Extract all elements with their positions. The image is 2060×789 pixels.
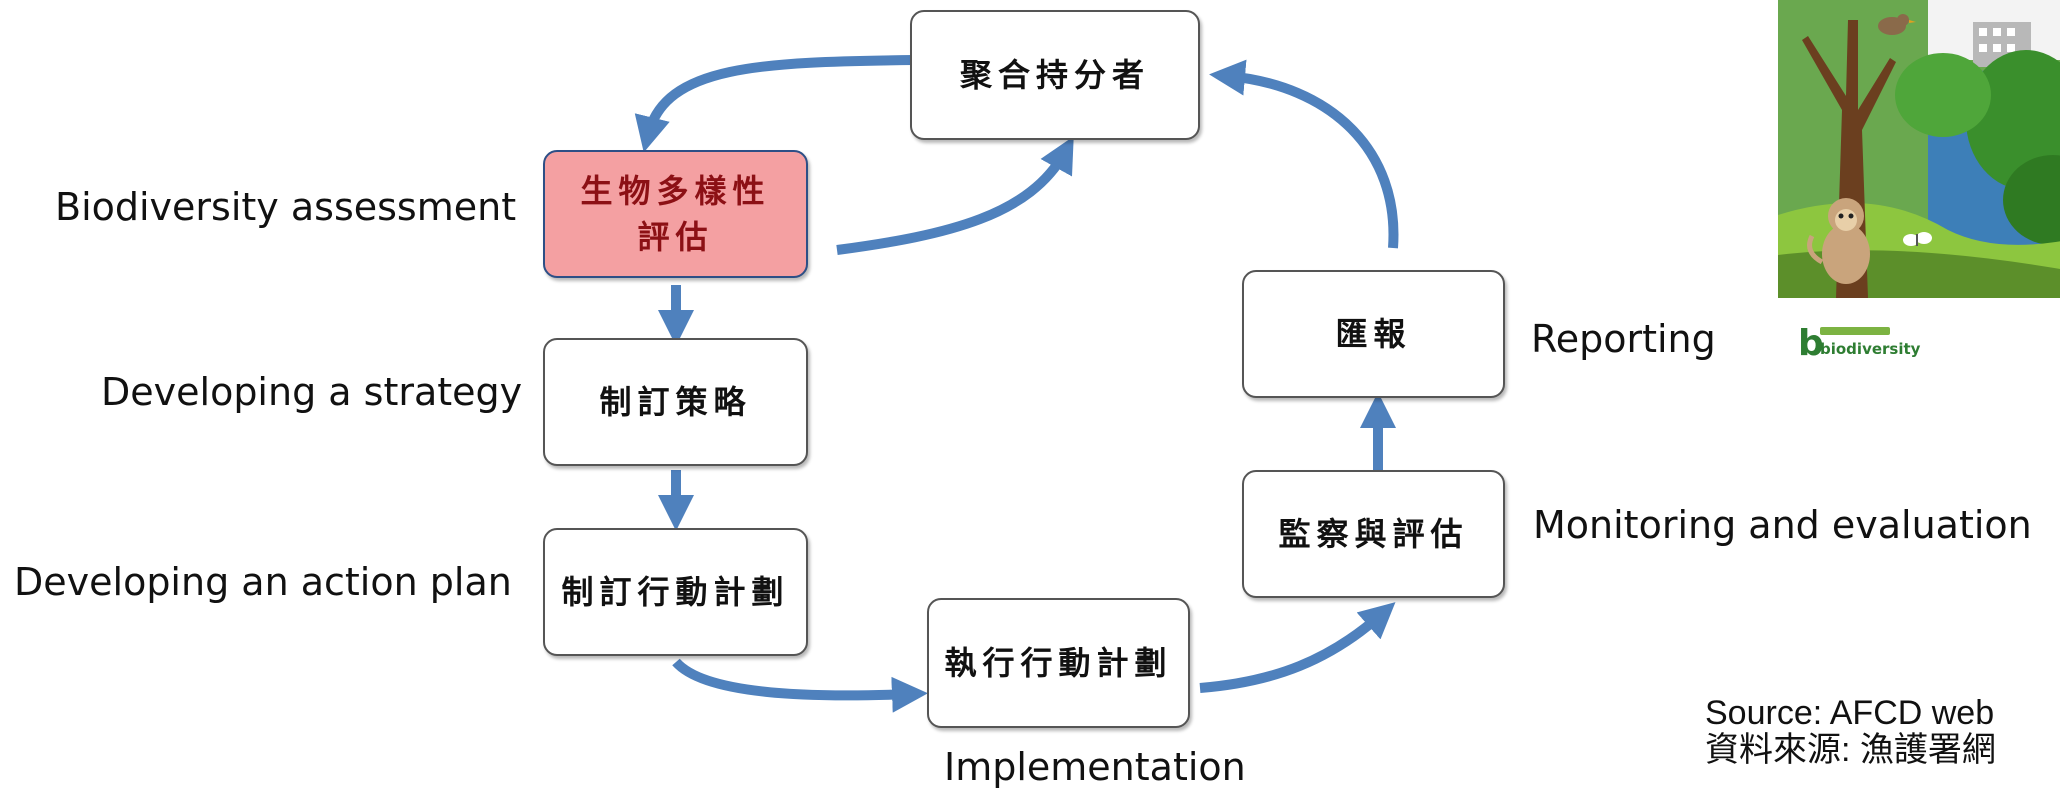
stage-assessment-text: 生物多樣性評估 <box>580 171 771 256</box>
arrow-action-plan-to-implementation <box>672 658 928 713</box>
label-strategy: Developing a strategy <box>101 370 523 414</box>
biodiversity-poster-illustration <box>1778 0 2060 298</box>
monkey-icon <box>1807 198 1870 284</box>
label-implementation: Implementation <box>944 745 1246 789</box>
stage-implementation-box: 執行行動計劃 <box>927 598 1190 728</box>
logo-wordmark: biodiversity <box>1820 340 1921 358</box>
stage-strategy-box: 制訂策略 <box>543 338 808 466</box>
stage-strategy-text: 制訂策略 <box>599 382 752 421</box>
stage-monitoring-text: 監察與評估 <box>1278 514 1469 553</box>
logo-letter-b: b <box>1798 323 1824 361</box>
stage-stakeholders-text: 聚合持分者 <box>959 55 1150 94</box>
stage-stakeholders-box: 聚合持分者 <box>910 10 1200 140</box>
stage-reporting-text: 匯報 <box>1335 314 1412 353</box>
stage-reporting-box: 匯報 <box>1242 270 1505 398</box>
stage-action-plan-text: 制訂行動計劃 <box>561 572 790 611</box>
arrow-stakeholders-to-assessment <box>634 55 916 153</box>
label-assessment: Biodiversity assessment <box>55 185 517 229</box>
arrow-reporting-to-stakeholders <box>1209 59 1399 249</box>
label-reporting: Reporting <box>1531 317 1716 361</box>
source-line-chinese: 資料來源: 漁護署網 <box>1705 730 1996 769</box>
arrow-implementation-to-monitoring <box>1199 602 1396 693</box>
stage-monitoring-box: 監察與評估 <box>1242 470 1505 598</box>
source-attribution: Source: AFCD web 資料來源: 漁護署網 <box>1705 695 1996 768</box>
stage-implementation-text: 執行行動計劃 <box>944 643 1173 682</box>
bird-icon <box>1878 14 1916 35</box>
tree-icon <box>1802 20 1896 298</box>
stage-action-plan-box: 制訂行動計劃 <box>543 528 808 656</box>
label-action-plan: Developing an action plan <box>14 560 512 604</box>
source-line-english: Source: AFCD web <box>1705 694 1995 732</box>
stage-assessment-box: 生物多樣性評估 <box>543 150 808 278</box>
arrow-assessment-to-stakeholders <box>836 136 1074 255</box>
biodiversity-logo: b biodiversity <box>1798 323 1921 361</box>
label-monitoring: Monitoring and evaluation <box>1533 503 2032 547</box>
butterfly-icon <box>1903 232 1932 246</box>
